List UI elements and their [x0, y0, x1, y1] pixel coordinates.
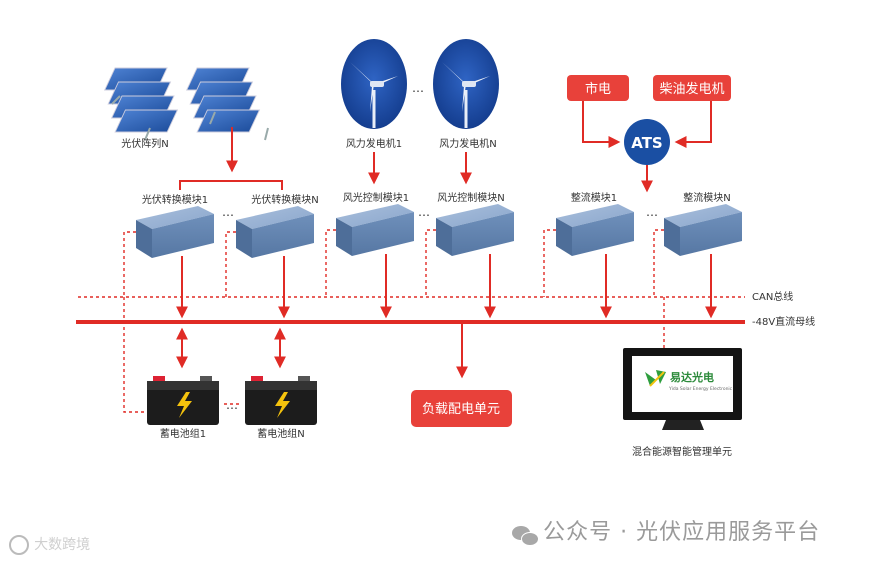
utility-to-ats-arrow	[582, 101, 621, 148]
utility-label: 市电	[585, 81, 611, 97]
can-bus-label: CAN总线	[752, 290, 793, 303]
rect-module-n	[664, 204, 742, 256]
watermark-circle-icon	[9, 534, 29, 555]
battery-n-label: 蓄电池组N	[257, 427, 304, 440]
ats-label: ATS	[631, 134, 662, 152]
wind-ellipsis: …	[412, 81, 424, 95]
watermark-logo: 大数跨境	[9, 534, 90, 555]
ats-switch: ATS	[624, 119, 670, 165]
watermark-text-small: 大数跨境	[34, 537, 91, 553]
wind-gen-1-label: 风力发电机1	[346, 137, 402, 150]
pv-module-1-label: 光伏转换模块1	[142, 193, 208, 206]
dc-bus-label: -48V直流母线	[752, 315, 815, 328]
rect-n-label: 整流模块N	[683, 191, 730, 204]
pv-module-n	[236, 206, 314, 258]
rect-module-1	[556, 204, 634, 256]
wind-ctrl-ellipsis: …	[418, 205, 430, 219]
pv-module-n-label: 光伏转换模块N	[251, 193, 318, 206]
wind-ctrl-1-label: 风光控制模块1	[343, 191, 409, 204]
pv-module-1	[136, 206, 214, 258]
watermark-main: 公众号 · 光伏应用服务平台	[512, 514, 820, 546]
battery-n-icon	[245, 376, 317, 425]
wind-ctrl-n	[436, 204, 514, 256]
solar-array-icon	[104, 67, 269, 141]
rect-ellipsis: …	[646, 205, 658, 219]
battery-1-icon	[147, 376, 219, 425]
wind-turbine-n-icon	[433, 39, 499, 129]
pv-module-ellipsis: …	[222, 205, 234, 219]
diesel-label: 柴油发电机	[659, 81, 724, 97]
monitor-brand: 易达光电	[670, 370, 714, 384]
module-to-bus-arrows	[176, 254, 717, 319]
wechat-icon	[512, 524, 539, 546]
diesel-generator-box: 柴油发电机	[653, 75, 731, 101]
diesel-to-ats-arrow	[674, 101, 712, 148]
wind-turbine-1-icon	[341, 39, 407, 129]
load-distribution-box: 负载配电单元	[411, 390, 512, 427]
wind-ctrl-n-label: 风光控制模块N	[437, 191, 504, 204]
utility-box: 市电	[567, 75, 629, 101]
wind-gen-n-label: 风力发电机N	[439, 137, 496, 150]
pv-array-label: 光伏阵列N	[121, 137, 168, 150]
watermark-text: 公众号 · 光伏应用服务平台	[543, 520, 821, 545]
battery-ellipsis: …	[226, 398, 238, 412]
monitor-caption: 混合能源智能管理单元	[632, 445, 732, 458]
wind-ctrl-1	[336, 204, 414, 256]
pv-split-line	[179, 180, 283, 190]
bus-to-loads-arrows	[176, 324, 468, 379]
rect-1-label: 整流模块1	[571, 191, 617, 204]
monitor-brand-sub: Yida Solar Energy Electronic	[668, 386, 733, 392]
load-label: 负载配电单元	[422, 402, 500, 417]
management-monitor-icon: 易达光电 Yida Solar Energy Electronic	[623, 348, 742, 430]
battery-1-label: 蓄电池组1	[160, 427, 206, 440]
